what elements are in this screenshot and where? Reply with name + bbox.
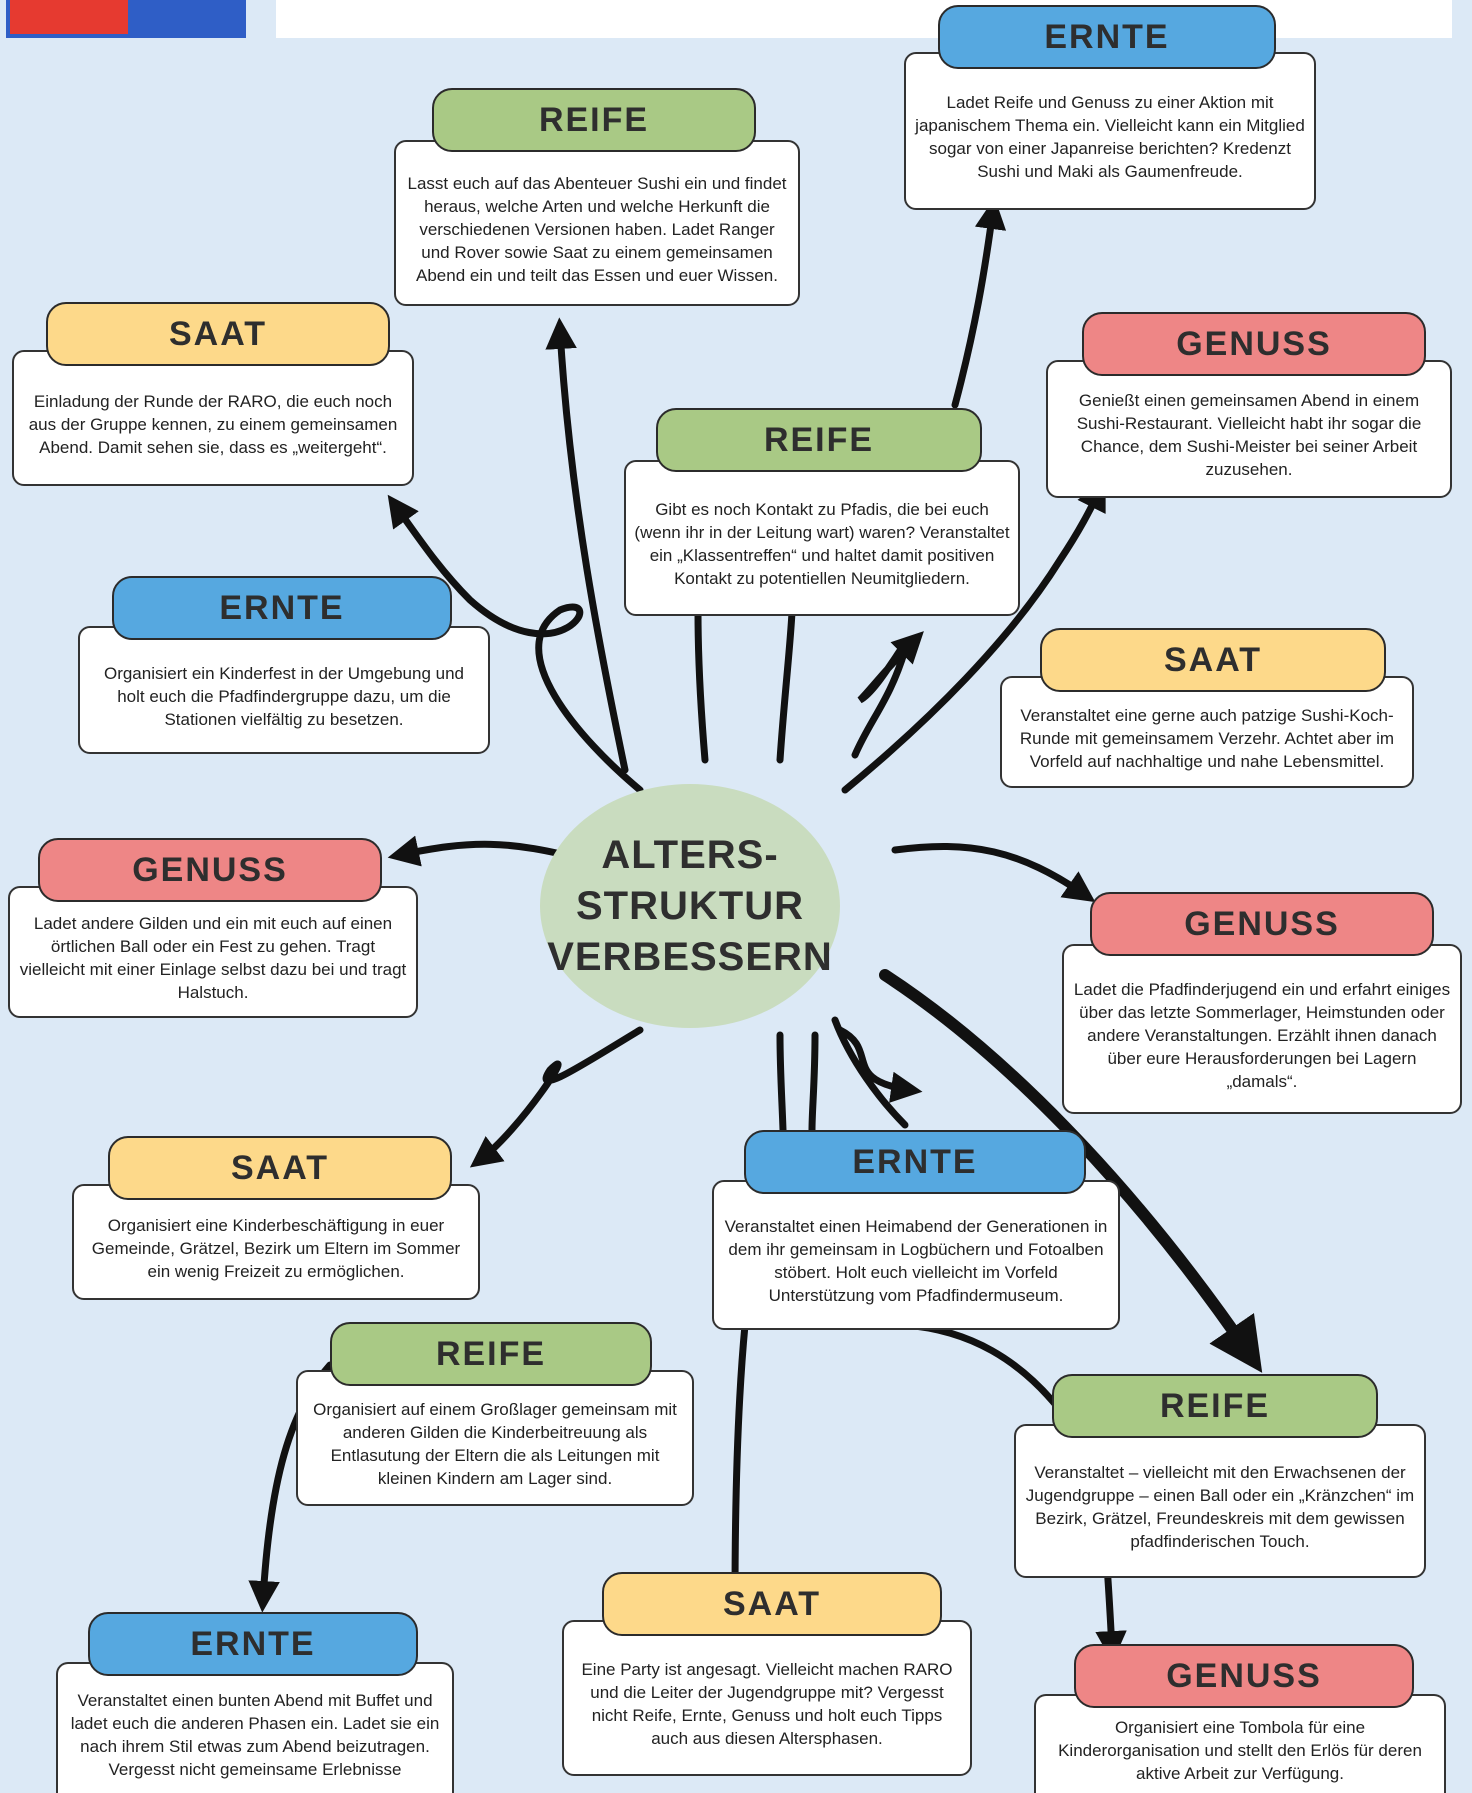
card-text: Organisiert eine Kinderbeschäftigung in …: [72, 1184, 480, 1300]
connector-ernte-to-reife: [901, 1321, 1064, 1414]
connector-to-reife-center-right: [776, 608, 796, 764]
category-label: GENUSS: [1090, 892, 1434, 956]
arrow-to-reife-bottom-right: [879, 969, 1263, 1373]
category-label: SAAT: [46, 302, 390, 366]
card-text: Veranstaltet eine gerne auch patzige Sus…: [1000, 676, 1414, 788]
category-label: SAAT: [108, 1136, 452, 1200]
card-text: Veranstaltet einen Heimabend der Generat…: [712, 1180, 1120, 1330]
card-text: Ladet Reife und Genuss zu einer Aktion m…: [904, 52, 1316, 210]
category-label: ERNTE: [112, 576, 452, 640]
arrow-to-genuss-top-right: [841, 478, 1106, 794]
central-topic: ALTERS- STRUKTUR VERBESSERN: [540, 784, 840, 1028]
card-text: Organisiert auf einem Großlager gemeinsa…: [296, 1370, 694, 1506]
arrow-to-ernte-center: [831, 1016, 910, 1129]
connector-to-reife-center-left: [694, 608, 709, 764]
connector-to-ernte-center-a: [776, 1031, 787, 1134]
category-label: SAAT: [602, 1572, 942, 1636]
arrow-to-saat-top-left: [387, 494, 644, 794]
category-label: REIFE: [656, 408, 982, 472]
card-text: Organisiert ein Kinderfest in der Umgebu…: [78, 626, 490, 754]
card-text: Ladet andere Gilden und ein mit euch auf…: [8, 886, 418, 1018]
connector-to-ernte-center-b: [808, 1031, 819, 1134]
category-label: REIFE: [1052, 1374, 1378, 1438]
arrow-to-reife-top: [545, 317, 629, 774]
category-label: GENUSS: [38, 838, 382, 902]
card-text: Organisiert eine Tombola für eine Kinder…: [1034, 1694, 1446, 1793]
arrow-to-ernte-top-right: [951, 197, 1007, 409]
category-label: ERNTE: [938, 5, 1276, 69]
category-label: SAAT: [1040, 628, 1386, 692]
arrow-to-genuss-right: [891, 843, 1096, 903]
arrow-to-saat-right: [851, 631, 924, 759]
card-text: Lasst euch auf das Abenteuer Sushi ein u…: [394, 140, 800, 306]
card-text: Ladet die Pfadfinderjugend ein und erfah…: [1062, 944, 1462, 1114]
card-text: Genießt einen gemeinsamen Abend in einem…: [1046, 360, 1452, 498]
category-label: REIFE: [432, 88, 756, 152]
card-text: Veranstaltet – vielleicht mit den Erwach…: [1014, 1424, 1426, 1578]
card-text: Eine Party ist angesagt. Vielleicht mach…: [562, 1620, 972, 1776]
card-text: Einladung der Runde der RARO, die euch n…: [12, 350, 414, 486]
category-label: GENUSS: [1074, 1644, 1414, 1708]
arrow-to-saat-bottom: [719, 1321, 751, 1613]
card-text: Gibt es noch Kontakt zu Pfadis, die bei …: [624, 460, 1020, 616]
card-text: Veranstaltet einen bunten Abend mit Buff…: [56, 1662, 454, 1793]
logo-red-block: [10, 0, 128, 34]
category-label: ERNTE: [744, 1130, 1086, 1194]
category-label: GENUSS: [1082, 312, 1426, 376]
category-label: REIFE: [330, 1322, 652, 1386]
category-label: ERNTE: [88, 1612, 418, 1676]
arrow-to-saat-left: [469, 1026, 644, 1168]
logo: [6, 0, 246, 38]
